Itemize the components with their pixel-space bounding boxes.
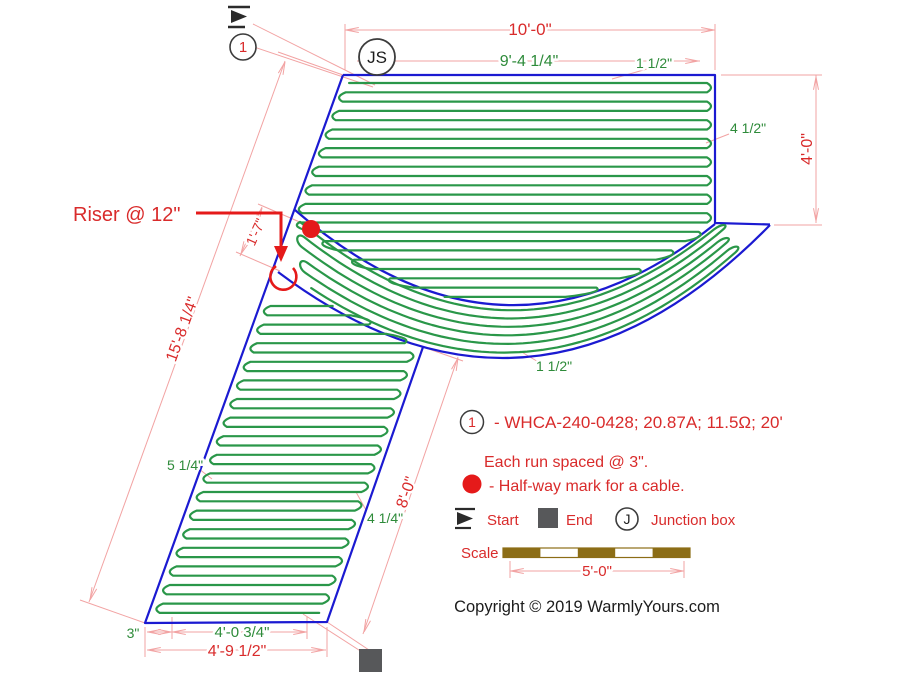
- legend-junction-label: Junction box: [651, 512, 736, 529]
- dim-leg-right-gap: 4 1/4": [367, 510, 403, 526]
- legend-cable-number-circle: [459, 409, 485, 435]
- dim-left-diagonal: 15'-8 1/4": [163, 295, 202, 364]
- dimension-lines: [79, 23, 822, 657]
- legend-cable-number-text: 1: [468, 414, 476, 430]
- cable-number-circle: [229, 33, 257, 61]
- halfway-mark-dot: [302, 220, 320, 238]
- legend-spacing-note: Each run spaced @ 3".: [484, 454, 648, 471]
- riser-arrowhead: [274, 246, 288, 262]
- legend-junction-letter: J: [624, 511, 631, 527]
- dim-leg-length: 8'-0": [394, 475, 420, 511]
- end-marker-square: [359, 649, 382, 672]
- legend-cable-line: - WHCA-240-0428; 20.87A; 11.5Ω; 20': [494, 413, 783, 432]
- dim-bottom-cable: 4'-0 3/4": [215, 624, 270, 641]
- heating-cable: [155, 81, 740, 614]
- dim-bottom-overall: 4'-9 1/2": [208, 643, 267, 660]
- junction-box-text: JS: [367, 48, 387, 67]
- start-flag-icon: [228, 5, 250, 29]
- legend-halfway-note: - Half-way mark for a cable.: [489, 478, 685, 495]
- copyright: Copyright © 2019 WarmlyYours.com: [454, 598, 720, 616]
- scale-bar: [502, 547, 691, 559]
- riser-leader-line: [196, 211, 283, 248]
- outline-top-right: [343, 73, 771, 226]
- junction-box-circle: [358, 38, 396, 76]
- legend-end-label: End: [566, 512, 593, 529]
- cable-number-text: 1: [239, 39, 247, 56]
- dim-right-side: 4'-0": [799, 133, 816, 165]
- floor-plan-outline: [143, 73, 771, 625]
- scale-label: Scale: [461, 545, 499, 562]
- dim-curve-gap: 1 1/2": [536, 358, 572, 374]
- text-labels: 10'-0" 9'-4 1/4" 1 1/2" 4'-0" 4 1/2" 15'…: [73, 18, 819, 663]
- legend-junction-circle: [615, 507, 639, 531]
- outline-leg: [143, 74, 425, 625]
- heating-cable-curved-band: [296, 220, 740, 354]
- dim-band-width: 1'-7": [242, 216, 268, 248]
- riser-label: Riser @ 12": [73, 204, 180, 226]
- dim-top-overall: 10'-0": [508, 20, 551, 39]
- dim-leg-left-gap: 5 1/4": [167, 457, 203, 473]
- outline-outer-curve: [277, 224, 771, 360]
- dim-right-gap: 4 1/2": [730, 120, 766, 136]
- dim-top-gap: 1 1/2": [636, 55, 672, 71]
- outline-inner-curve: [294, 209, 716, 307]
- heating-cable-leg: [155, 304, 415, 614]
- dim-bottom-corner-gap: 3": [127, 625, 140, 641]
- legend-start-label: Start: [487, 512, 520, 529]
- dim-top-cable: 9'-4 1/4": [500, 53, 559, 70]
- legend: [455, 409, 691, 559]
- legend-end-square-icon: [538, 508, 558, 528]
- legend-halfway-dot-icon: [462, 474, 482, 494]
- legend-start-flag-icon: [455, 507, 475, 530]
- red-annotations: [196, 211, 320, 292]
- riser-circle: [269, 264, 298, 292]
- plan-symbols: [228, 5, 396, 672]
- scale-dim: 5'-0": [582, 563, 612, 580]
